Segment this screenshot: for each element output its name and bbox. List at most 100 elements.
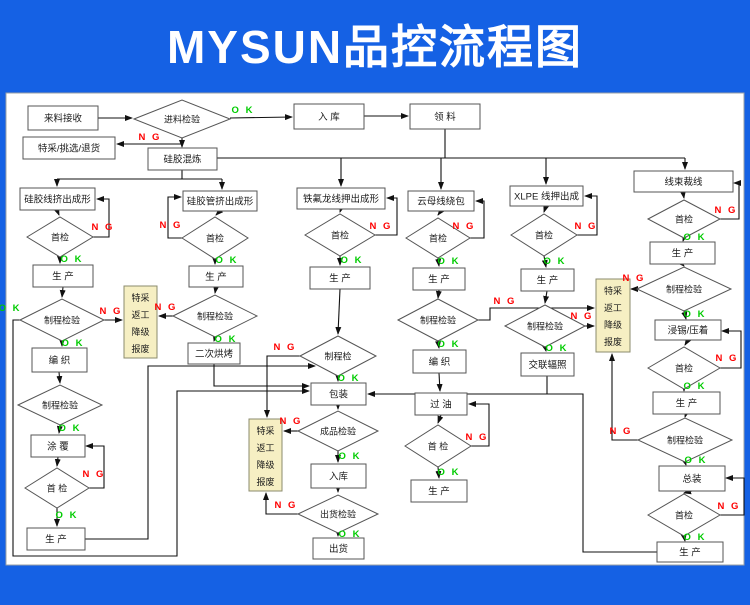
flow-node-packaging: 包装 xyxy=(310,382,367,406)
ok-label: O K xyxy=(684,532,707,543)
flow-node-label: 来料接收 xyxy=(44,113,83,125)
ng-label: N G xyxy=(92,222,115,233)
ng-label: N G xyxy=(715,205,738,216)
flow-node-silicone-mixing: 硅胶混炼 xyxy=(147,147,218,171)
flow-connector-50 xyxy=(435,257,442,267)
flow-node-label: 交联辐照 xyxy=(528,359,567,371)
decision-c3-first-insp: 首检 xyxy=(304,213,376,257)
special-disposal-label: 特采返工降级报废 xyxy=(131,292,149,354)
decision-c1-process-insp2: 制程检验 xyxy=(16,384,104,426)
flow-connector-29 xyxy=(215,207,224,216)
decision-c1-process-insp1: 制程检验 xyxy=(18,298,106,342)
ng-label: N G xyxy=(623,273,646,284)
flow-node-c6-prod1: 生 产 xyxy=(649,241,716,265)
decision-c6-first-insp1: 首检 xyxy=(646,199,722,239)
flow-node-c1-coating: 涂 覆 xyxy=(30,434,86,458)
flow-connector-68 xyxy=(682,233,689,242)
flow-node-label: 生 产 xyxy=(52,271,74,283)
flow-node-label: 生 产 xyxy=(428,486,450,498)
flow-node-c3-start: 铁氟龙线押出成形 xyxy=(296,187,386,210)
ok-label: O K xyxy=(338,373,361,384)
flow-node-label: 生 产 xyxy=(205,271,227,283)
decision-label: 制程检验 xyxy=(197,311,233,322)
decision-c2-first-insp: 首检 xyxy=(181,216,249,260)
flow-node-c2-start: 硅胶管挤出成形 xyxy=(182,190,258,212)
flow-connector-24 xyxy=(56,424,63,434)
ok-label: O K xyxy=(685,455,708,466)
decision-c4-first-insp: 首检 xyxy=(405,217,471,259)
flow-node-label: 生 产 xyxy=(45,534,67,546)
decision-label: 制程检验 xyxy=(420,315,456,326)
special-disposal-label: 特采返工降级报废 xyxy=(604,285,622,347)
ng-label: N G xyxy=(466,432,489,443)
ng-label: N G xyxy=(370,221,393,232)
ng-label: N G xyxy=(494,296,517,307)
flow-node-label: 硅胶线挤出成形 xyxy=(24,194,91,206)
flow-node-c2-prod: 生 产 xyxy=(188,265,244,288)
flow-connector-49 xyxy=(470,198,485,239)
flow-node-label: 领 料 xyxy=(434,111,456,123)
flow-node-receive: 来料接收 xyxy=(27,105,99,131)
ng-label: N G xyxy=(275,500,298,511)
chart-area xyxy=(5,92,745,566)
flow-connector-63 xyxy=(541,343,548,352)
flow-node-label: 生 产 xyxy=(329,273,351,285)
decision-incoming-inspection: 进料检验 xyxy=(132,99,232,139)
decision-label: 制程检验 xyxy=(42,400,78,411)
decision-label: 首 检 xyxy=(428,441,449,452)
flow-node-c4-prod2: 生 产 xyxy=(410,479,468,503)
flow-node-label: 浸锡/压着 xyxy=(668,325,709,337)
decision-label: 首检 xyxy=(535,230,553,241)
special-disposal-right: 特采返工降级报废 xyxy=(595,278,631,353)
ng-label: N G xyxy=(610,426,633,437)
flow-connector-51 xyxy=(435,289,442,299)
flow-node-label: 总装 xyxy=(682,473,702,485)
flow-connector-60 xyxy=(541,255,548,268)
ok-label: O K xyxy=(438,467,461,478)
ng-label: N G xyxy=(575,221,598,232)
decision-label: 制程检验 xyxy=(666,284,702,295)
decision-c5-process-insp: 制程检验 xyxy=(503,304,587,348)
ok-label: O K xyxy=(438,339,461,350)
decision-c1-first-insp2: 首 检 xyxy=(24,467,90,509)
flow-connector-79 xyxy=(720,475,745,516)
flow-node-c5-prod: 生 产 xyxy=(520,268,575,292)
flow-node-c4-prod1: 生 产 xyxy=(412,267,466,291)
flow-node-label: 生 产 xyxy=(537,275,559,287)
flow-connector-17 xyxy=(93,196,110,238)
flow-connector-58 xyxy=(543,204,550,213)
ng-label: N G xyxy=(100,306,123,317)
decision-label: 出货检验 xyxy=(320,509,356,520)
flow-connector-32 xyxy=(213,285,220,294)
ng-label: N G xyxy=(274,342,297,353)
decision-label: 首 检 xyxy=(47,483,68,494)
flow-connector-35 xyxy=(213,364,310,389)
flow-connector-72 xyxy=(684,337,692,346)
flow-connector-77 xyxy=(680,457,687,466)
flow-node-warehouse-in-top: 入 库 xyxy=(293,103,365,130)
flow-node-label: 生 产 xyxy=(676,398,698,410)
flow-node-label: 生 产 xyxy=(679,547,701,559)
ok-label: O K xyxy=(438,256,461,267)
decision-label: 制程检验 xyxy=(667,435,703,446)
ok-label: O K xyxy=(341,255,364,266)
flow-node-c6-tin-crimp: 浸锡/压着 xyxy=(654,319,722,341)
ok-label: O K xyxy=(684,381,707,392)
flow-node-shipping: 出货 xyxy=(312,537,365,560)
ng-label: N G xyxy=(716,353,739,364)
flow-connector-16 xyxy=(53,207,60,216)
flow-connector-71 xyxy=(681,310,688,320)
decision-label: 首检 xyxy=(51,232,69,243)
special-disposal-left: 特采返工降级报废 xyxy=(123,285,158,359)
flow-connector-48 xyxy=(437,207,445,216)
ng-label: N G xyxy=(718,501,741,512)
decision-c3-process-insp: 制程检 xyxy=(298,335,378,377)
flow-node-label: 编 织 xyxy=(49,355,71,367)
special-disposal-center: 特采返工降级报废 xyxy=(248,418,283,492)
flow-node-c5-start: XLPE 线押出成 xyxy=(509,185,584,207)
flow-node-label: 云母线绕包 xyxy=(417,196,465,208)
decision-c6-first-insp2: 首检 xyxy=(647,346,721,390)
flow-connector-25 xyxy=(54,456,61,467)
flow-connector-66 xyxy=(679,190,686,199)
